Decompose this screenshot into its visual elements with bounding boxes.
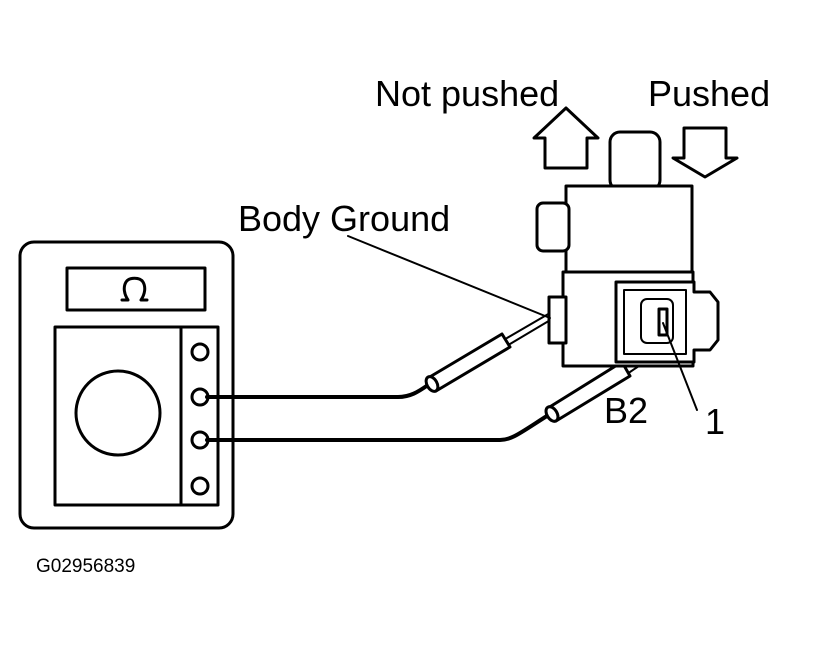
ohm-symbol-icon — [120, 276, 149, 302]
connector-inner — [623, 289, 687, 355]
door-switch — [535, 130, 720, 368]
test-lead-wire-2 — [205, 412, 552, 442]
not-pushed-label: Not pushed — [375, 73, 559, 114]
pin-1-label: 1 — [705, 401, 725, 442]
pin-1-leader — [662, 322, 698, 411]
ohmmeter — [18, 240, 235, 530]
ohmmeter-display — [65, 266, 207, 312]
pushed-label: Pushed — [648, 73, 770, 114]
up-arrow-icon — [532, 106, 600, 170]
probe-1[interactable] — [424, 312, 553, 393]
body-ground-tab — [547, 295, 568, 345]
figure-code: G02956839 — [36, 556, 135, 577]
down-arrow-icon — [671, 126, 739, 179]
switch-upper-body — [564, 184, 694, 274]
terminal-b2-label: B2 — [604, 390, 648, 431]
body-ground-leader — [347, 235, 551, 319]
probe-1-tip — [506, 312, 551, 339]
switch-plunger[interactable] — [608, 130, 662, 192]
selector-dial-icon[interactable] — [74, 369, 162, 457]
body-ground-label: Body Ground — [238, 198, 450, 239]
switch-side-boss — [535, 201, 571, 253]
probe-1-handle — [426, 332, 512, 393]
connector-cavity — [640, 298, 674, 344]
jack-1-icon[interactable] — [190, 342, 210, 362]
jack-4-icon[interactable] — [190, 476, 210, 496]
test-lead-wire-1 — [205, 383, 430, 399]
